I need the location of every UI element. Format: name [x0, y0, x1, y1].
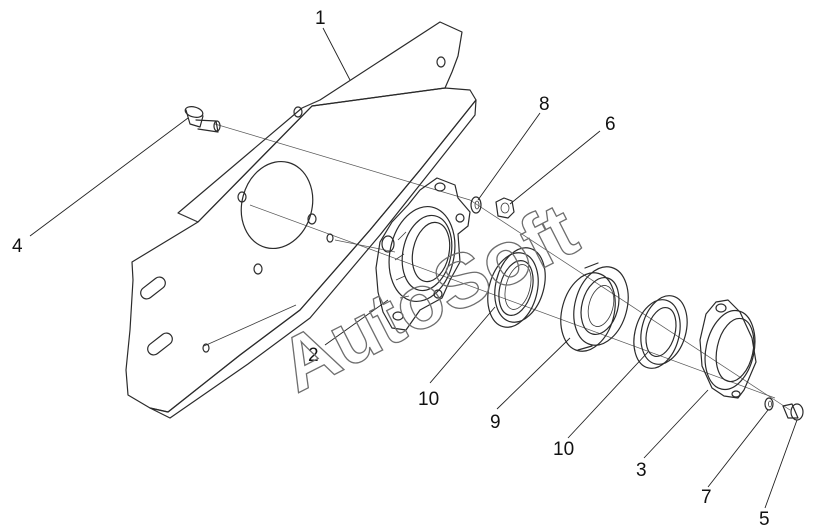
callout-10-left: 10	[418, 389, 439, 410]
bolt-part-4	[184, 106, 221, 133]
callout-3: 3	[636, 460, 647, 481]
callout-labels: 1 2 3 4 5 6 7 8 9 10 10	[12, 8, 770, 530]
washer-part-8	[470, 196, 482, 214]
leader-lines	[29, 27, 798, 509]
bearing-housing-part-2	[375, 177, 471, 331]
seal-part-10-left	[487, 247, 546, 328]
bearing-part-9	[560, 262, 629, 352]
assembly-axis-lines	[214, 123, 791, 411]
screw-part-5	[782, 403, 804, 421]
bracket-plate	[125, 21, 477, 419]
callout-9: 9	[490, 412, 501, 433]
washer-part-7	[764, 397, 774, 411]
callout-7: 7	[701, 487, 712, 508]
cover-part-3	[699, 299, 757, 399]
nut-part-6	[495, 197, 515, 219]
autosoft-watermark: AutoSoft	[266, 187, 590, 408]
callout-6: 6	[605, 114, 616, 135]
callout-5: 5	[759, 509, 770, 530]
callout-4: 4	[12, 236, 23, 257]
callout-1: 1	[315, 8, 326, 29]
callout-2: 2	[308, 345, 319, 366]
seal-part-10-right	[633, 295, 688, 369]
callout-10-right: 10	[553, 439, 574, 460]
callout-8: 8	[539, 94, 550, 115]
